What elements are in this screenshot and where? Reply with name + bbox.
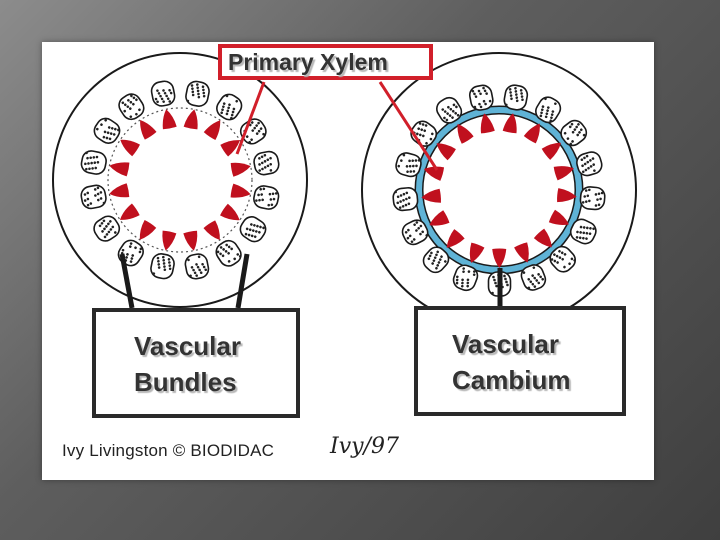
pointer-lines [119,81,503,309]
vascular-bundles-label-line-1: Vascular [134,331,241,361]
phloem-cluster [253,185,280,210]
vascular-cambium-label: Vascular Cambium [414,306,626,416]
xylem-spot [429,210,450,226]
xylem-spot [423,166,445,181]
phloem-cluster [503,84,529,111]
phloem-cluster [239,216,267,243]
xylem-spot [119,203,140,220]
xylem-pointer-left [235,81,266,155]
xylem-spot [469,242,485,263]
bundles-pointer-right [235,253,250,309]
xylem-spot [446,229,465,248]
xylem-spot [553,166,574,181]
xylem-spot [203,120,221,140]
phloem-cluster [452,264,479,292]
xylem-spot [120,139,140,157]
xylem-spot [230,183,251,198]
bundles-pointer-left [119,253,135,309]
phloem-cluster [401,219,429,246]
phloem-cluster [93,117,121,144]
stem-epidermis [52,52,308,308]
xylem-spot [109,162,130,177]
phloem-cluster [150,80,176,107]
phloem-cluster [80,150,107,175]
primary-xylem-label-text: Primary Xylem [228,49,388,75]
phloem-cluster [436,96,463,124]
phloem-cluster [253,150,280,176]
primary-xylem-label: Primary Xylem [219,45,432,79]
phloem-cluster [118,93,145,121]
xylem-spot [220,140,241,157]
xylem-spot [109,183,130,198]
phloem-cluster [150,253,175,280]
phloem-cluster [560,119,588,147]
credit-text: Ivy Livingston © BIODIDAC [62,441,275,460]
phloem-cluster [185,80,210,107]
phloem-cluster [80,184,107,210]
xylem-spot [203,220,220,241]
phloem-cluster [395,152,422,178]
xylem-spot [183,109,198,130]
phloem-cluster [216,93,243,121]
phloem-cluster [549,245,577,273]
xylem-spot [492,248,507,268]
phloem-cluster [569,218,597,245]
phloem-cluster [520,264,547,291]
artist-signature: Ivy/97 [330,434,399,459]
stem-cross-section-diagram [52,52,637,328]
bundle-ring-dotted [107,107,253,253]
xylem-spot [183,230,198,251]
phloem-cluster [422,246,450,274]
vascular-cambium-label-line-2: Cambium [452,365,571,395]
xylem-spot [514,242,529,263]
xylem-spot [436,143,456,161]
phloem-cluster [215,239,242,267]
phloem-cluster [184,253,210,280]
vascular-cambium-label-line-1: Vascular [452,329,559,359]
phloem-cluster [468,84,494,111]
xylem-spot [523,123,540,144]
phloem-cluster [576,151,603,177]
xylem-spot [533,228,552,248]
vascular-bundles-label-line-2: Bundles [134,367,237,397]
phloem-cluster [392,187,419,212]
xylem-spot [230,162,251,177]
xylem-spot [140,119,157,140]
phloem-cluster [535,96,562,124]
xylem-spot [421,188,441,203]
xylem-spot [162,230,177,251]
xylem-spot [162,109,177,130]
slide-image: Primary Xylem Vascular Bundles Vascular … [42,42,654,480]
xylem-spot [139,220,157,240]
xylem-spot [457,123,474,144]
left-stem-cross-section [52,52,308,308]
vascular-bundles-label: Vascular Bundles [92,308,300,418]
xylem-spot [480,113,495,134]
xylem-spot [557,188,577,203]
xylem-pointer-right [378,81,439,171]
xylem-spot [548,209,569,225]
xylem-spot [220,203,240,221]
phloem-cluster [93,215,121,242]
xylem-spot [541,142,562,160]
phloem-cluster [579,186,606,211]
xylem-spot [502,113,517,134]
